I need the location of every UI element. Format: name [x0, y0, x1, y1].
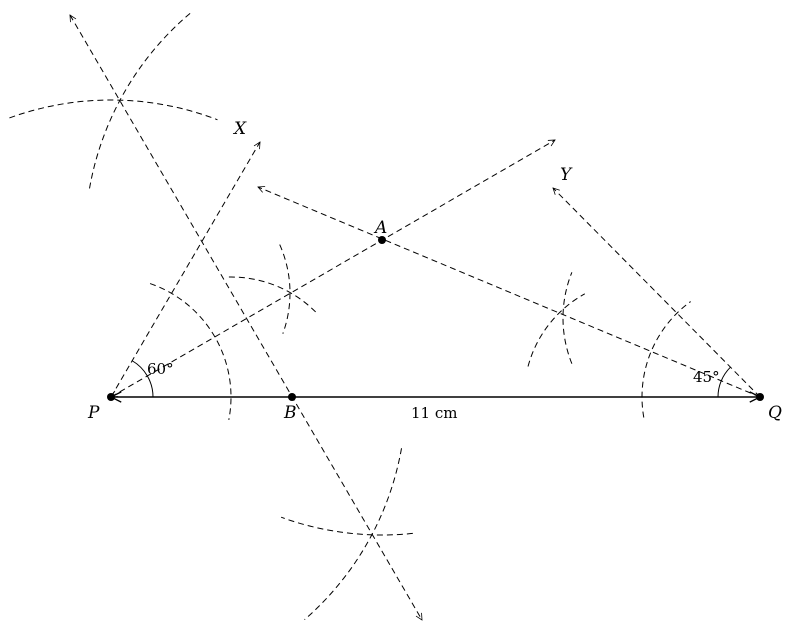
construction-arc: [562, 272, 573, 364]
angle-label-p: 60°: [147, 360, 174, 378]
label-y: Y: [560, 165, 573, 185]
point-b: [288, 393, 296, 401]
label-q: Q: [768, 403, 782, 423]
label-x: X: [232, 119, 247, 139]
label-a: A: [373, 218, 387, 238]
construction-arc: [280, 516, 413, 536]
construction-arc: [9, 99, 218, 121]
construction-arc: [228, 276, 317, 313]
label-p: P: [87, 403, 100, 423]
construction-arc: [304, 448, 403, 621]
ray-pa: [111, 140, 555, 397]
point-q: [756, 393, 764, 401]
point-p: [107, 393, 115, 401]
angle-label-q: 45°: [693, 368, 720, 386]
perpendicular-bisector: [70, 15, 422, 620]
construction-arc: [527, 293, 586, 367]
angle-arc-q: [717, 366, 731, 398]
construction-arc: [641, 301, 691, 418]
ray-qy: [553, 188, 761, 398]
label-b: B: [283, 403, 297, 423]
ray-px: [110, 142, 260, 398]
base-length-label: 11 cm: [411, 404, 457, 422]
angle-arc-p: [131, 360, 154, 398]
construction-arc: [149, 283, 232, 420]
ray-qa: [258, 187, 761, 398]
construction-arc: [279, 244, 291, 334]
construction-arc: [89, 12, 192, 189]
point-a: [378, 236, 386, 244]
